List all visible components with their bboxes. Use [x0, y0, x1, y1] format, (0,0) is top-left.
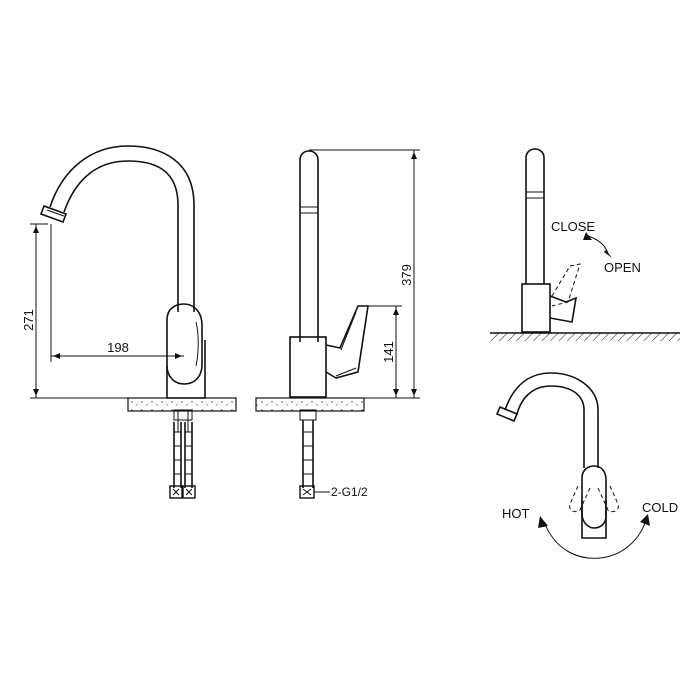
connection-label: 2-G1/2	[331, 485, 368, 499]
close-label: CLOSE	[551, 219, 595, 234]
dimension-141-label: 141	[381, 341, 396, 363]
open-label: OPEN	[604, 260, 641, 275]
front-view: 271 198	[21, 145, 237, 499]
dimension-198-label: 198	[107, 340, 129, 355]
dimension-379-label: 379	[399, 264, 414, 286]
hot-label: HOT	[502, 506, 530, 521]
open-close-diagram: CLOSE OPEN	[490, 148, 680, 341]
dimension-271-label: 271	[21, 309, 36, 331]
hot-cold-diagram: HOT COLD	[495, 372, 678, 559]
cold-label: COLD	[642, 500, 678, 515]
side-view: 2-G1/2 379 141	[255, 149, 420, 499]
